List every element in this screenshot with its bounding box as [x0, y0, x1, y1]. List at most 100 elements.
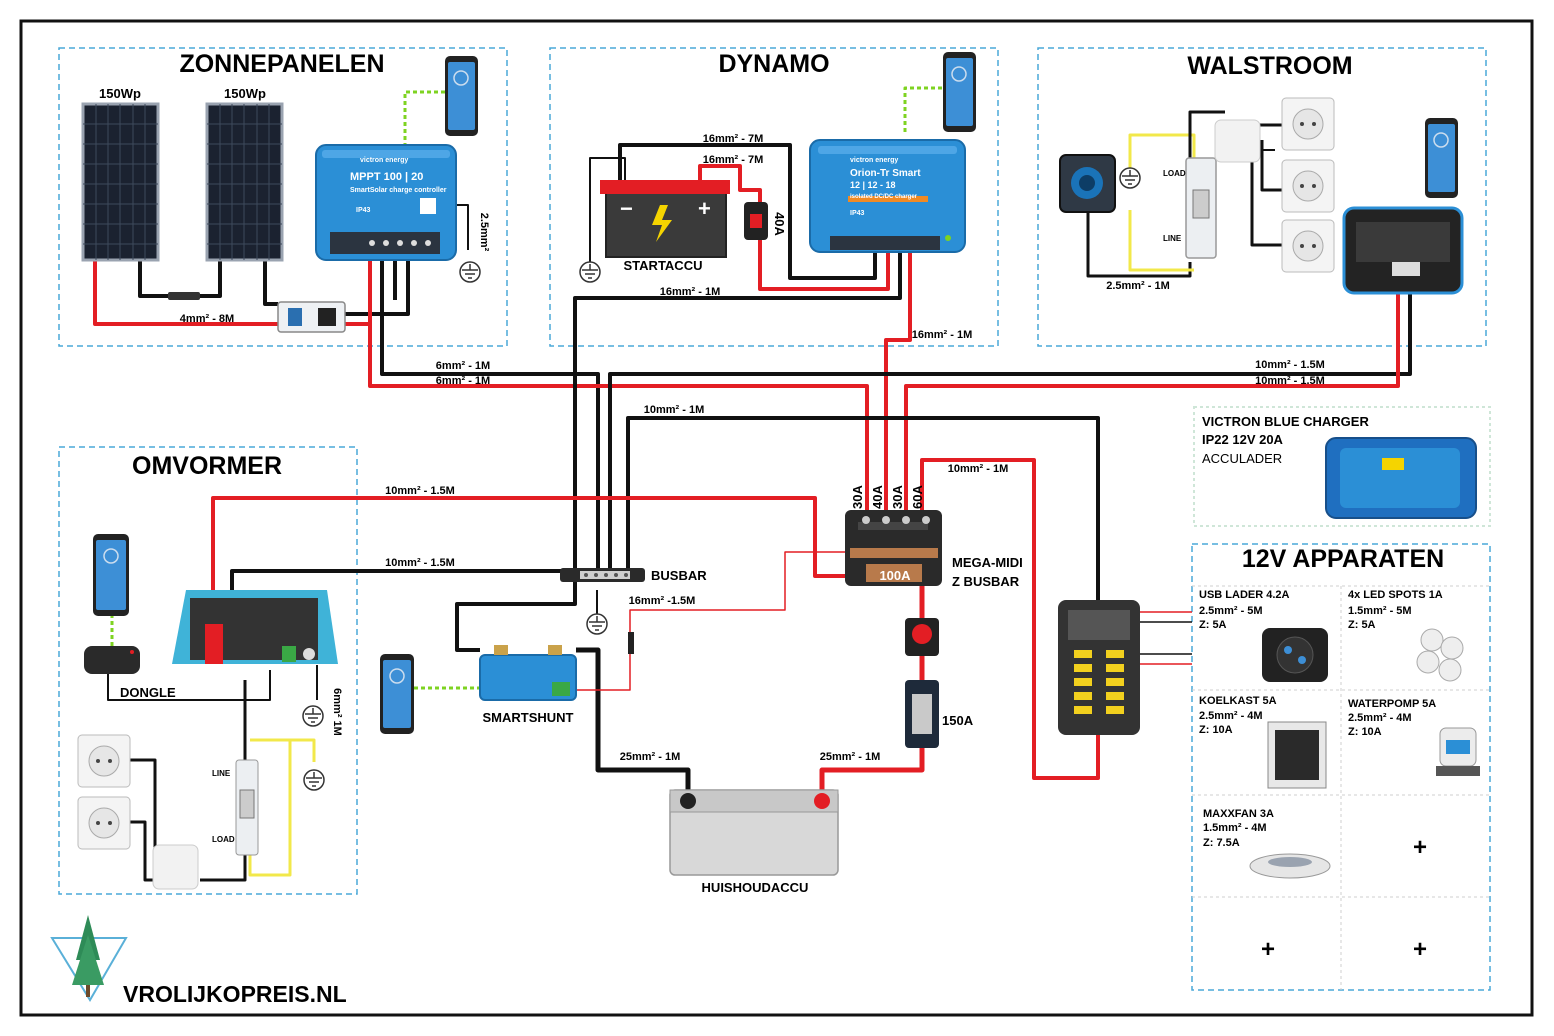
inverter-box — [58, 446, 358, 895]
dynamo-box — [549, 47, 999, 347]
cable-mppt-1: 6mm² - 1M — [436, 360, 490, 372]
appliance-led-cable: 1.5mm² - 5M — [1348, 605, 1412, 617]
wire-shunt-sense — [576, 551, 850, 691]
inverter-line-label: LINE — [212, 769, 231, 778]
appliance-add-3: + — [1413, 936, 1427, 963]
shore-sockets — [1281, 97, 1335, 273]
mppt-brand: victron energy — [360, 157, 408, 164]
cable-megamidi-fuseblock: 10mm² - 1M — [948, 463, 1009, 475]
cable-inverter-plus: 10mm² - 1.5M — [385, 485, 455, 497]
busbar-label: BUSBAR — [651, 568, 707, 583]
appliance-led-fuse: Z: 5A — [1348, 619, 1376, 631]
inverter-junction-box — [152, 844, 199, 890]
appliance-fridge-cable: 2.5mm² - 4M — [1199, 710, 1263, 722]
cable-dynamo-top-2: 16mm² - 7M — [703, 154, 764, 166]
wire-shore-yellow-top — [1128, 133, 1196, 180]
wire-solar-black-2 — [263, 260, 278, 306]
battery-switch — [905, 618, 939, 656]
cable-house-plus: 25mm² - 1M — [820, 751, 881, 763]
shore-junction-box — [1214, 119, 1261, 163]
solar-breaker — [277, 301, 346, 333]
cable-mppt-2: 6mm² - 1M — [436, 375, 490, 387]
appliance-maxxfan: MAXXFAN 3A 1.5mm² - 4M Z: 7.5A — [1203, 808, 1331, 879]
wire-fuseblock-appliance-red — [1140, 611, 1192, 665]
ground-icon-inverter — [302, 705, 324, 727]
smartshunt-label: SMARTSHUNT — [483, 710, 574, 725]
inverter-ground-label: 6mm² 1M — [331, 688, 343, 736]
orion-model: Orion-Tr Smart — [850, 168, 921, 179]
blue-charger-box — [1193, 406, 1491, 527]
link-orion-phone — [903, 86, 942, 135]
wire-solar-black — [138, 260, 222, 298]
mppt-controller — [315, 144, 457, 261]
appliance-usb: USB LADER 4.2A 2.5mm² - 5M Z: 5A — [1199, 589, 1328, 682]
wire-mppt-plus — [368, 255, 869, 520]
link-mppt-phone — [403, 90, 445, 145]
appliance-pump-name: WATERPOMP 5A — [1348, 698, 1436, 710]
appliance-maxxfan-cable: 1.5mm² - 4M — [1203, 822, 1267, 834]
wire-inverter-yellow-2 — [248, 740, 292, 877]
solar-box — [58, 47, 508, 347]
orion-spec: 12 | 12 - 18 — [850, 180, 896, 190]
wire-inverter-load — [200, 855, 247, 882]
megamidi-label-2: Z BUSBAR — [952, 574, 1020, 589]
orion-charger — [809, 139, 966, 253]
inverter — [172, 590, 338, 664]
cable-inverter-minus: 10mm² - 1.5M — [385, 557, 455, 569]
megamidi-fuse-labels: 30A 40A 30A 60A — [850, 484, 925, 508]
ground-icon-inverter-2 — [303, 769, 325, 791]
appliance-fridge-name: KOELKAST 5A — [1199, 695, 1277, 707]
orion-sub: isolated DC/DC charger — [850, 194, 918, 200]
blue-charger-line2: IP22 12V 20A — [1202, 432, 1284, 447]
appliances-grid — [1192, 585, 1490, 990]
mppt-model: MPPT 100 | 20 — [350, 171, 423, 183]
wire-megamidi-fuseblock — [920, 458, 1100, 780]
appliance-led: 4x LED SPOTS 1A 1.5mm² - 5M Z: 5A — [1348, 589, 1464, 682]
fuse-30a-2: 30A — [890, 484, 905, 508]
start-battery — [600, 180, 730, 258]
wire-inverter-plus — [211, 496, 850, 620]
orion-ip: IP43 — [850, 210, 865, 217]
wire-shunt-house-minus — [576, 647, 691, 800]
inverter-breaker — [235, 759, 259, 856]
wire-startaccu-ground — [589, 157, 626, 265]
wire-shore-inlet-black — [1086, 210, 1192, 278]
orion-brand: victron energy — [850, 157, 898, 164]
wire-dongle — [107, 660, 271, 701]
appliance-pump-cable: 2.5mm² - 4M — [1348, 712, 1412, 724]
wire-charger-minus — [608, 270, 1412, 570]
cable-house-minus: 25mm² - 1M — [620, 751, 681, 763]
appliance-add-2: + — [1261, 936, 1275, 963]
wire-inverter-yellow — [250, 738, 316, 762]
outer-frame — [19, 19, 1534, 1017]
wire-solar-black-3 — [345, 255, 410, 316]
appliance-led-name: 4x LED SPOTS 1A — [1348, 589, 1443, 601]
fuse-150a-holder — [905, 680, 939, 748]
shore-load-label: LOAD — [1163, 169, 1186, 178]
brand-logo — [50, 915, 128, 1002]
shunt-cable-label: 16mm² -1.5M — [629, 595, 696, 607]
dynamo-fuse-40a — [744, 202, 768, 240]
shore-breaker — [1185, 157, 1217, 259]
mc4-connector — [168, 292, 200, 300]
cable-shore-inlet: 2.5mm² - 1M — [1106, 280, 1170, 292]
blue-charger-line1: VICTRON BLUE CHARGER — [1202, 414, 1369, 429]
phone-icon-solar — [445, 56, 478, 136]
dynamo-fuse-label: 40A — [772, 212, 787, 236]
appliance-usb-name: USB LADER 4.2A — [1199, 589, 1290, 601]
section-title-appliances: 12V APPARATEN — [1242, 545, 1444, 573]
ground-icon-dynamo — [579, 261, 601, 283]
section-title-inverter: OMVORMER — [132, 452, 282, 480]
mppt-qr — [420, 198, 436, 214]
main-fuse-100a: 100A — [879, 568, 911, 583]
fuse-60a: 60A — [910, 484, 925, 508]
start-battery-plus: + — [698, 196, 711, 221]
cable-shore-charger-2: 10mm² - 1.5M — [1255, 375, 1325, 387]
ground-icon-busbar — [586, 613, 608, 635]
phone-icon-shore — [1425, 118, 1458, 198]
house-battery — [669, 789, 839, 876]
panel-left-label: 150Wp — [99, 86, 141, 101]
startaccu-label: STARTACCU — [624, 258, 703, 273]
wire-mppt-minus — [380, 255, 600, 570]
dongle-label: DONGLE — [120, 685, 176, 700]
